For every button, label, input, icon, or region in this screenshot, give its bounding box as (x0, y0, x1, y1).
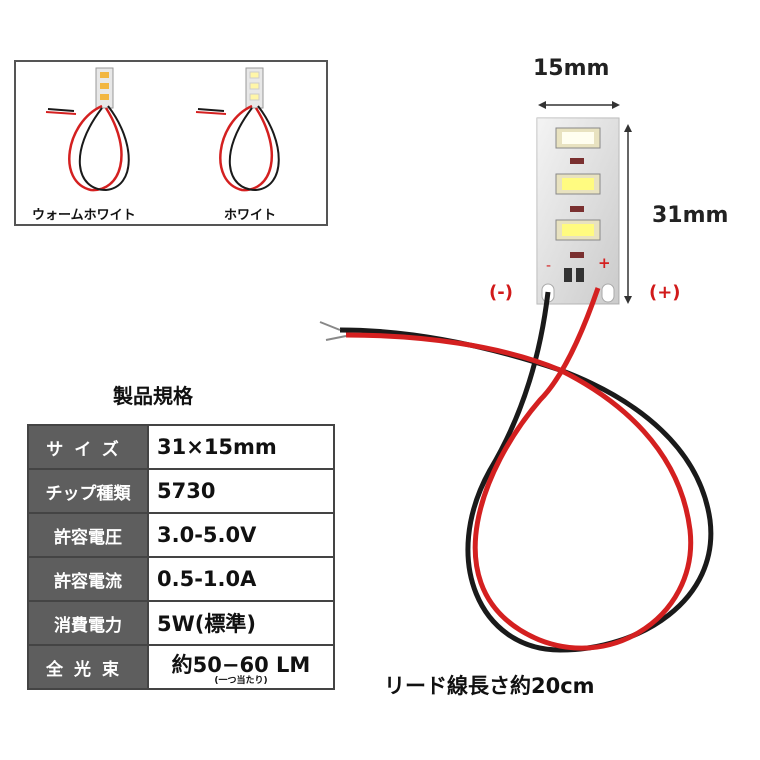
spec-key-luminous-flux: 全光束 (27, 644, 149, 690)
height-dimension-label: 31mm (652, 203, 729, 228)
solder-hole (601, 283, 615, 303)
led-chip (555, 219, 601, 241)
positive-polarity-label: (+) (649, 282, 681, 303)
spec-key-size: サイズ (27, 424, 149, 470)
resistor (570, 206, 584, 212)
width-dimension-label: 15mm (533, 56, 610, 81)
led-chip (555, 127, 601, 149)
pcb-minus-mark: - (546, 258, 551, 274)
spec-value-power: 5W(標準) (147, 600, 335, 646)
height-arrow (624, 124, 632, 304)
width-arrow (538, 101, 620, 109)
pcb-plus-mark: + (598, 254, 611, 272)
spec-value-current: 0.5-1.0A (147, 556, 335, 602)
spec-row: 消費電力 5W(標準) (27, 600, 335, 646)
negative-polarity-label: (-) (489, 282, 513, 303)
lead-wires (319, 287, 714, 653)
spec-key-text: 全光束 (46, 659, 130, 680)
spec-key-chip: チップ種類 (27, 468, 149, 514)
led-pcb: - + (536, 117, 620, 305)
variant-box: ウォームホワイト ホワイト (14, 60, 328, 226)
variant-label-white: ホワイト (224, 208, 277, 223)
spec-value-voltage: 3.0-5.0V (147, 512, 335, 558)
spec-row: 許容電圧 3.0-5.0V (27, 512, 335, 558)
spec-row: 全光束 約50−60 LM (一つ当たり) (27, 644, 335, 690)
spec-key-power: 消費電力 (27, 600, 149, 646)
spec-value-size: 31×15mm (147, 424, 335, 470)
spec-key-current: 許容電流 (27, 556, 149, 602)
resistor (570, 252, 584, 258)
spec-row: チップ種類 5730 (27, 468, 335, 514)
spec-table: サイズ 31×15mm チップ種類 5730 許容電圧 3.0-5.0V 許容電… (27, 424, 335, 690)
resistor (570, 158, 584, 164)
spec-row: 許容電流 0.5-1.0A (27, 556, 335, 602)
luminous-flux-value: 約50−60 LM (171, 652, 311, 677)
luminous-flux-note: (一つ当たり) (214, 675, 268, 686)
warm-white-board (45, 67, 130, 192)
pad (564, 268, 572, 282)
lead-length-label: リード線長さ約20cm (384, 674, 595, 698)
spec-title: 製品規格 (113, 384, 193, 408)
spec-key-voltage: 許容電圧 (27, 512, 149, 558)
white-board (195, 67, 280, 192)
variant-illustrations (45, 67, 280, 192)
pad (576, 268, 584, 282)
spec-key-text: サイズ (46, 439, 130, 460)
variant-label-warm-white: ウォームホワイト (32, 208, 136, 223)
spec-value-chip: 5730 (147, 468, 335, 514)
spec-value-luminous-flux: 約50−60 LM (一つ当たり) (147, 644, 335, 690)
spec-row: サイズ 31×15mm (27, 424, 335, 470)
led-chip (555, 173, 601, 195)
